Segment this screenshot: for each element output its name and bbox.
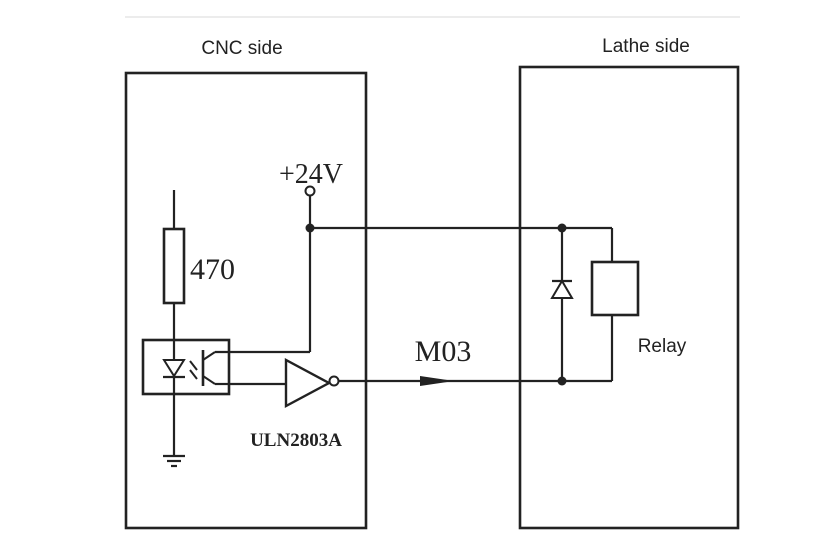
cnc-side-title: CNC side: [201, 38, 282, 59]
inverter-buffer-icon: [284, 357, 332, 409]
optocoupler: [141, 338, 231, 396]
supply-voltage-label: +24V: [279, 159, 343, 190]
resistor-value-label: 470: [190, 253, 235, 286]
relay-coil: [590, 260, 640, 317]
lathe-side-title: Lathe side: [602, 36, 690, 57]
flyback-diode-icon: [550, 279, 574, 299]
phototransistor-emitter: [202, 375, 216, 385]
optocoupler-led-icon: [162, 359, 186, 378]
lathe-side-panel: [518, 65, 740, 530]
phototransistor-collector: [202, 351, 216, 361]
supply-terminal: [304, 185, 316, 197]
led-emission-arrow-2: [189, 369, 198, 380]
inverter-output-bubble: [328, 375, 340, 387]
cnc-side-panel: [124, 71, 368, 530]
relay-label: Relay: [638, 336, 687, 357]
resistor: [162, 227, 186, 305]
signal-direction-arrow-icon: [420, 376, 454, 386]
led-emission-arrow: [189, 360, 198, 371]
driver-chip-label: ULN2803A: [250, 430, 342, 451]
m03-signal-label: M03: [415, 335, 472, 368]
